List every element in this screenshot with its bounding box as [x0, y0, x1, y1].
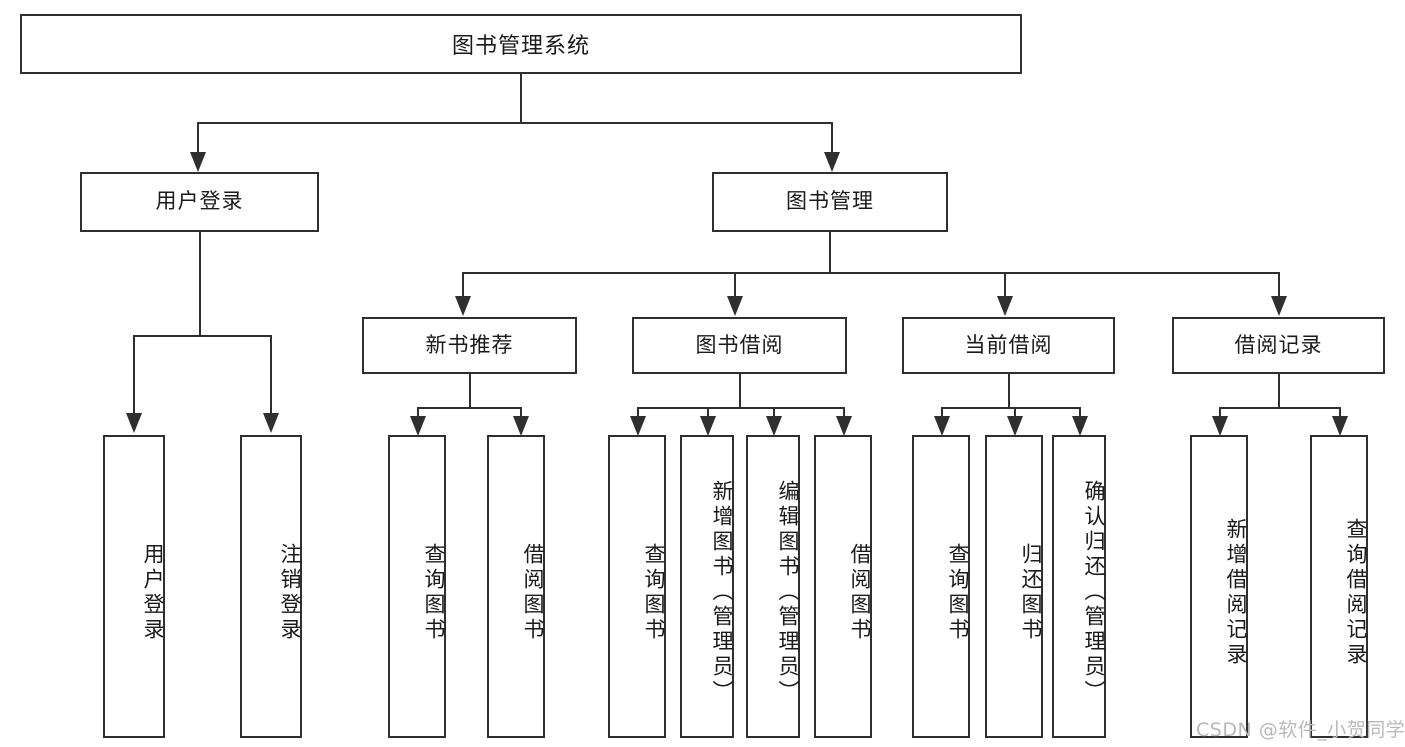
- arrow-bb-to-borrow-books: [836, 416, 852, 436]
- node-new-book-recommendation[interactable]: 新书推荐: [362, 317, 577, 374]
- node-label: 编辑图书（管理员）: [776, 480, 800, 705]
- edge-root-stem: [520, 74, 522, 123]
- node-book-management[interactable]: 图书管理: [712, 172, 948, 232]
- edge-user-login-drop-1: [133, 335, 135, 415]
- node-label: 用户登录: [141, 542, 165, 643]
- leaf-borrow-books-bb[interactable]: 借阅图书: [814, 435, 872, 738]
- arrow-to-leaf-user-login: [126, 413, 142, 433]
- node-borrow-records[interactable]: 借阅记录: [1172, 317, 1385, 374]
- edge-bb-drop-2: [707, 407, 709, 419]
- arrow-br-to-add-record: [1212, 416, 1228, 436]
- arrow-to-current-borrow: [997, 296, 1013, 316]
- node-label: 借阅图书: [848, 542, 872, 643]
- edge-bb-drop-4: [843, 407, 845, 419]
- edge-level3-drop-1: [462, 272, 464, 299]
- node-label: 图书管理系统: [451, 34, 590, 59]
- edge-book-management-stem: [829, 232, 831, 274]
- node-label: 查询借阅记录: [1344, 517, 1368, 668]
- node-label: 查询图书: [946, 542, 970, 643]
- arrow-bb-to-add-book: [700, 416, 716, 436]
- leaf-borrow-books-nbr[interactable]: 借阅图书: [487, 435, 545, 738]
- edge-nbr-drop-2: [520, 407, 522, 419]
- arrow-cb-to-confirm-return: [1072, 416, 1088, 436]
- edge-user-login-drop-2: [270, 335, 272, 415]
- edge-bb-bus: [637, 407, 843, 409]
- leaf-user-login[interactable]: 用户登录: [103, 435, 165, 738]
- leaf-return-books[interactable]: 归还图书: [985, 435, 1043, 738]
- edge-br-stem: [1278, 374, 1280, 409]
- arrow-root-to-book-management: [824, 152, 840, 172]
- edge-user-login-stem: [199, 232, 201, 336]
- edge-root-bus: [197, 122, 833, 124]
- node-label: 注销登录: [278, 542, 302, 643]
- arrow-bb-to-query-books: [630, 416, 646, 436]
- node-label: 用户登录: [155, 189, 244, 214]
- arrow-root-to-user-login: [190, 152, 206, 172]
- leaf-add-borrow-record[interactable]: 新增借阅记录: [1190, 435, 1248, 738]
- edge-level3-drop-4: [1278, 272, 1280, 299]
- edge-br-drop-1: [1219, 407, 1221, 419]
- arrow-to-leaf-logout: [263, 413, 279, 433]
- edge-br-drop-2: [1339, 407, 1341, 419]
- node-label: 新增借阅记录: [1224, 517, 1248, 668]
- edge-cb-stem: [1008, 374, 1010, 409]
- node-label: 新书推荐: [425, 332, 514, 357]
- edge-cb-bus: [941, 407, 1079, 409]
- node-label: 图书借阅: [695, 332, 784, 357]
- edge-bb-drop-1: [637, 407, 639, 419]
- leaf-query-books-bb[interactable]: 查询图书: [608, 435, 666, 738]
- arrow-to-borrow-records: [1271, 296, 1287, 316]
- node-label: 当前借阅: [964, 332, 1053, 357]
- leaf-add-book-admin[interactable]: 新增图书（管理员）: [680, 435, 734, 738]
- edge-cb-drop-1: [941, 407, 943, 419]
- node-label: 借阅图书: [521, 542, 545, 643]
- edge-bb-drop-3: [773, 407, 775, 419]
- node-current-borrow[interactable]: 当前借阅: [902, 317, 1115, 374]
- edge-nbr-bus: [417, 407, 522, 409]
- edge-br-bus: [1219, 407, 1339, 409]
- edge-cb-drop-3: [1079, 407, 1081, 419]
- node-label: 新增图书（管理员）: [710, 480, 734, 705]
- node-label: 归还图书: [1019, 542, 1043, 643]
- edge-root-drop-left: [197, 122, 199, 154]
- leaf-edit-book-admin[interactable]: 编辑图书（管理员）: [746, 435, 800, 738]
- arrow-cb-to-return-books: [1007, 416, 1023, 436]
- arrow-br-to-query-record: [1332, 416, 1348, 436]
- edge-nbr-drop-1: [417, 407, 419, 419]
- arrow-bb-to-edit-book: [766, 416, 782, 436]
- arrow-nbr-to-borrow-books: [513, 416, 529, 436]
- node-label: 查询图书: [422, 542, 446, 643]
- node-label: 借阅记录: [1234, 332, 1323, 357]
- edge-level3-bus: [462, 272, 1278, 274]
- arrow-to-book-borrow: [727, 296, 743, 316]
- edge-level3-drop-3: [1004, 272, 1006, 299]
- node-label: 查询图书: [642, 542, 666, 643]
- arrow-cb-to-query-books: [934, 416, 950, 436]
- node-user-login[interactable]: 用户登录: [80, 172, 319, 232]
- node-book-borrow[interactable]: 图书借阅: [632, 317, 847, 374]
- edge-nbr-stem: [469, 374, 471, 409]
- leaf-confirm-return-admin[interactable]: 确认归还（管理员）: [1052, 435, 1106, 738]
- watermark-text: CSDN @软件_小贺同学: [1196, 719, 1405, 741]
- leaf-query-books-cb[interactable]: 查询图书: [912, 435, 970, 738]
- node-root-book-management-system[interactable]: 图书管理系统: [20, 14, 1022, 74]
- edge-user-login-bus: [133, 335, 272, 337]
- leaf-query-borrow-record[interactable]: 查询借阅记录: [1310, 435, 1368, 738]
- watermark-csdn: CSDN @软件_小贺同学: [1196, 715, 1405, 742]
- edge-bb-stem: [739, 374, 741, 409]
- node-label: 确认归还（管理员）: [1082, 480, 1106, 705]
- edge-root-drop-right: [831, 122, 833, 154]
- node-label: 图书管理: [786, 189, 874, 214]
- edge-level3-drop-2: [734, 272, 736, 299]
- edge-cb-drop-2: [1014, 407, 1016, 419]
- arrow-nbr-to-query-books: [410, 416, 426, 436]
- leaf-query-books-nbr[interactable]: 查询图书: [388, 435, 446, 738]
- arrow-to-new-book-recommendation: [455, 296, 471, 316]
- leaf-logout[interactable]: 注销登录: [240, 435, 302, 738]
